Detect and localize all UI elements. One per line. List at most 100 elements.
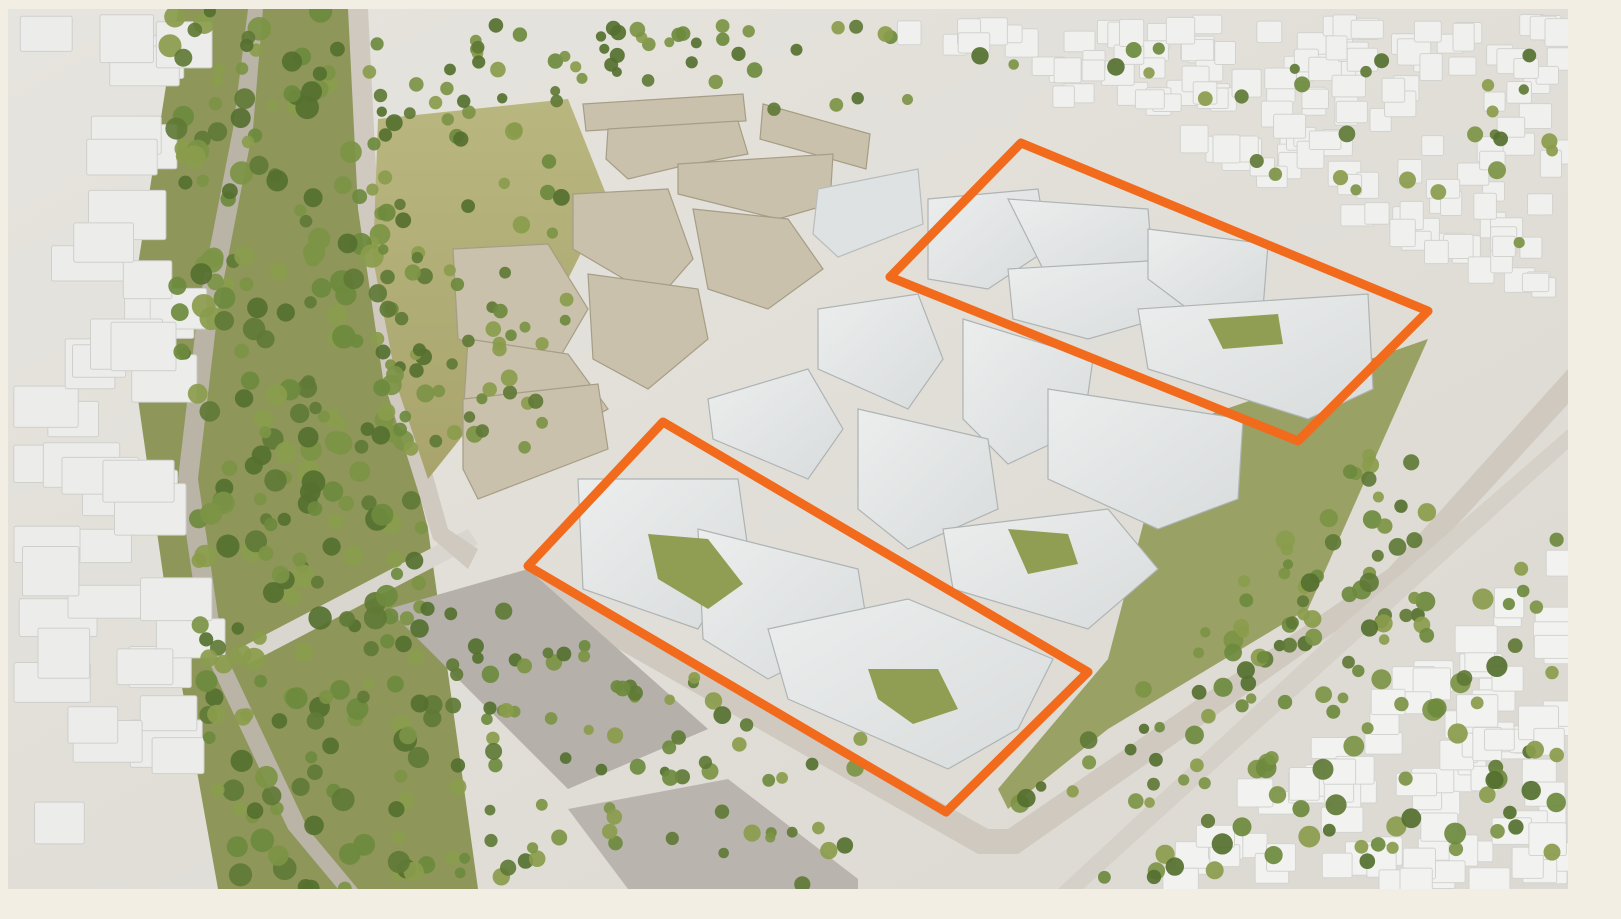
tree bbox=[790, 43, 803, 56]
house bbox=[1321, 852, 1353, 879]
tree bbox=[366, 183, 379, 196]
tree bbox=[1152, 42, 1165, 55]
tree bbox=[1378, 634, 1390, 645]
tree bbox=[213, 287, 236, 309]
tree bbox=[304, 815, 324, 836]
tree bbox=[343, 268, 365, 290]
house bbox=[99, 14, 154, 64]
tree bbox=[1326, 704, 1341, 719]
tree bbox=[484, 804, 496, 816]
tree bbox=[662, 740, 677, 755]
tree bbox=[174, 48, 193, 67]
tree bbox=[1285, 616, 1299, 630]
tree bbox=[1143, 67, 1155, 79]
tree bbox=[485, 321, 502, 337]
tree bbox=[462, 105, 476, 119]
house bbox=[102, 459, 175, 503]
tree bbox=[170, 303, 189, 322]
tree bbox=[380, 269, 395, 285]
tree bbox=[718, 847, 729, 859]
tree bbox=[360, 422, 375, 436]
tree bbox=[812, 821, 825, 835]
tree bbox=[311, 278, 332, 298]
tree bbox=[1399, 171, 1416, 189]
house bbox=[73, 222, 134, 263]
tree bbox=[877, 26, 894, 42]
tree bbox=[379, 300, 397, 318]
tree bbox=[1165, 857, 1185, 876]
tree bbox=[281, 51, 303, 72]
tree bbox=[714, 804, 730, 819]
tree bbox=[337, 881, 352, 889]
tree bbox=[449, 778, 467, 795]
tree bbox=[500, 859, 517, 876]
tree bbox=[551, 829, 568, 846]
tree bbox=[786, 826, 798, 838]
house bbox=[1546, 47, 1568, 71]
tree bbox=[1178, 774, 1190, 786]
tree bbox=[407, 746, 429, 769]
tree bbox=[203, 731, 216, 744]
tree bbox=[595, 31, 607, 42]
tree bbox=[277, 512, 291, 526]
tree bbox=[1337, 692, 1349, 704]
tree bbox=[339, 611, 355, 627]
house bbox=[1350, 19, 1384, 39]
tree bbox=[388, 801, 405, 818]
tree bbox=[291, 564, 315, 588]
tree bbox=[208, 96, 223, 111]
tree bbox=[254, 674, 267, 688]
tree bbox=[343, 545, 364, 566]
tree bbox=[378, 244, 389, 255]
tree bbox=[505, 329, 517, 342]
tree bbox=[685, 56, 698, 69]
tree bbox=[191, 616, 209, 634]
house bbox=[1421, 135, 1445, 156]
tree bbox=[253, 409, 274, 429]
tree bbox=[1488, 161, 1506, 180]
tree bbox=[1350, 184, 1362, 196]
house bbox=[1331, 74, 1366, 98]
tree bbox=[1211, 833, 1233, 855]
tree bbox=[373, 379, 391, 397]
house bbox=[1521, 272, 1550, 293]
tree bbox=[544, 712, 558, 725]
highlight-zone-southwest bbox=[523, 417, 1093, 817]
tree bbox=[352, 189, 368, 205]
tree bbox=[559, 50, 571, 62]
tree bbox=[228, 863, 253, 887]
tree bbox=[1297, 608, 1310, 621]
tree bbox=[492, 336, 506, 351]
tree bbox=[1200, 627, 1211, 638]
tree bbox=[1399, 608, 1413, 623]
tree bbox=[395, 635, 412, 653]
tree bbox=[1386, 841, 1399, 854]
tree bbox=[1502, 597, 1515, 611]
tree bbox=[229, 161, 254, 185]
tree bbox=[395, 212, 412, 229]
tree bbox=[242, 317, 266, 341]
tree bbox=[559, 314, 571, 326]
tree bbox=[423, 695, 443, 715]
tree bbox=[765, 832, 776, 843]
tree bbox=[322, 481, 344, 502]
tree bbox=[607, 727, 624, 744]
tree bbox=[1205, 861, 1224, 880]
house bbox=[1308, 56, 1342, 82]
tree bbox=[1545, 665, 1559, 680]
tree bbox=[403, 107, 416, 120]
tree bbox=[498, 177, 510, 189]
house bbox=[19, 15, 73, 52]
tree bbox=[1135, 681, 1152, 698]
tree bbox=[230, 749, 253, 773]
tree bbox=[1490, 824, 1505, 839]
tree bbox=[570, 61, 582, 73]
tree bbox=[367, 137, 381, 151]
tree bbox=[1485, 770, 1504, 790]
tree bbox=[1201, 708, 1216, 724]
tree bbox=[662, 769, 679, 786]
tree bbox=[255, 765, 278, 789]
tree bbox=[414, 521, 428, 535]
tree bbox=[454, 867, 466, 879]
tree bbox=[641, 74, 655, 87]
